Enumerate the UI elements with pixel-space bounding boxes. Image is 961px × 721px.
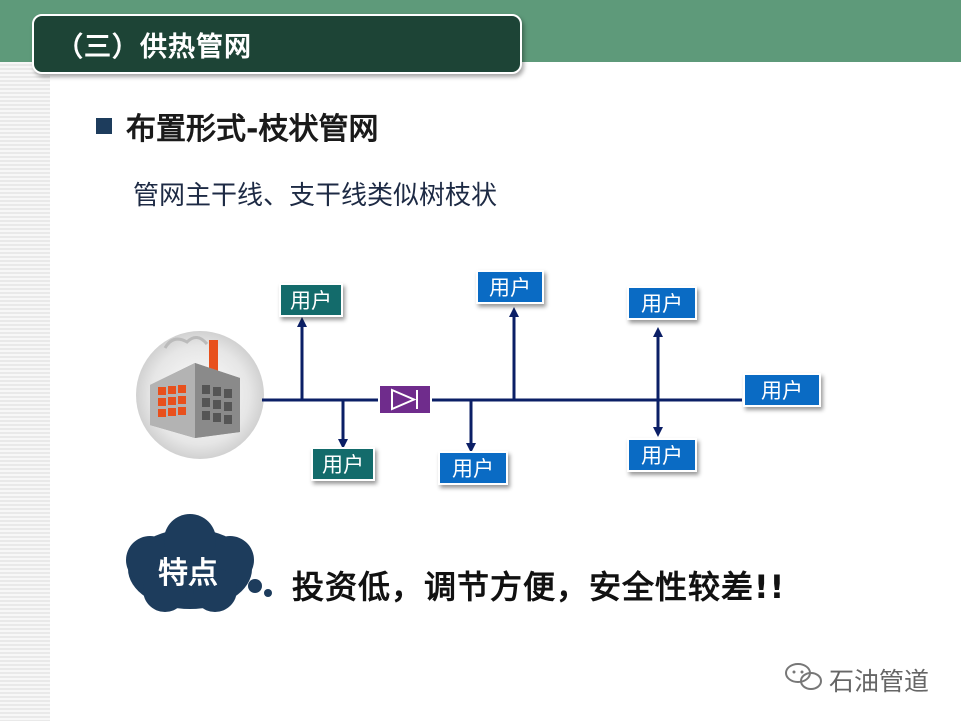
watermark-text: 石油管道 [829, 667, 930, 696]
user-box-4: 用户 [476, 270, 544, 304]
title-box: （三）供热管网 [32, 14, 522, 74]
heading-row: 布置形式-枝状管网 [96, 104, 378, 148]
valve-icon [378, 384, 432, 415]
user-box-3: 用户 [438, 451, 508, 485]
user-box-6: 用户 [627, 438, 697, 472]
feature-text: 投资低，调节方便，安全性较差!! [292, 568, 786, 606]
feature-label: 特点 [158, 556, 218, 591]
user-box-2: 用户 [311, 447, 375, 481]
wechat-icon [785, 663, 822, 690]
left-stripe [0, 62, 50, 721]
description-text: 管网主干线、支干线类似树枝状 [133, 181, 498, 211]
user-box-1: 用户 [279, 283, 343, 317]
user-box-5: 用户 [627, 286, 697, 320]
square-bullet-icon [96, 118, 112, 134]
factory-icon [136, 331, 264, 459]
watermark: 石油管道 [785, 662, 929, 698]
thought-cloud-icon [126, 514, 272, 612]
slide-title: （三）供热管网 [56, 31, 252, 63]
user-box-7: 用户 [743, 373, 821, 407]
section-heading: 布置形式-枝状管网 [126, 112, 379, 147]
watermark-icon-spacer [785, 666, 823, 694]
